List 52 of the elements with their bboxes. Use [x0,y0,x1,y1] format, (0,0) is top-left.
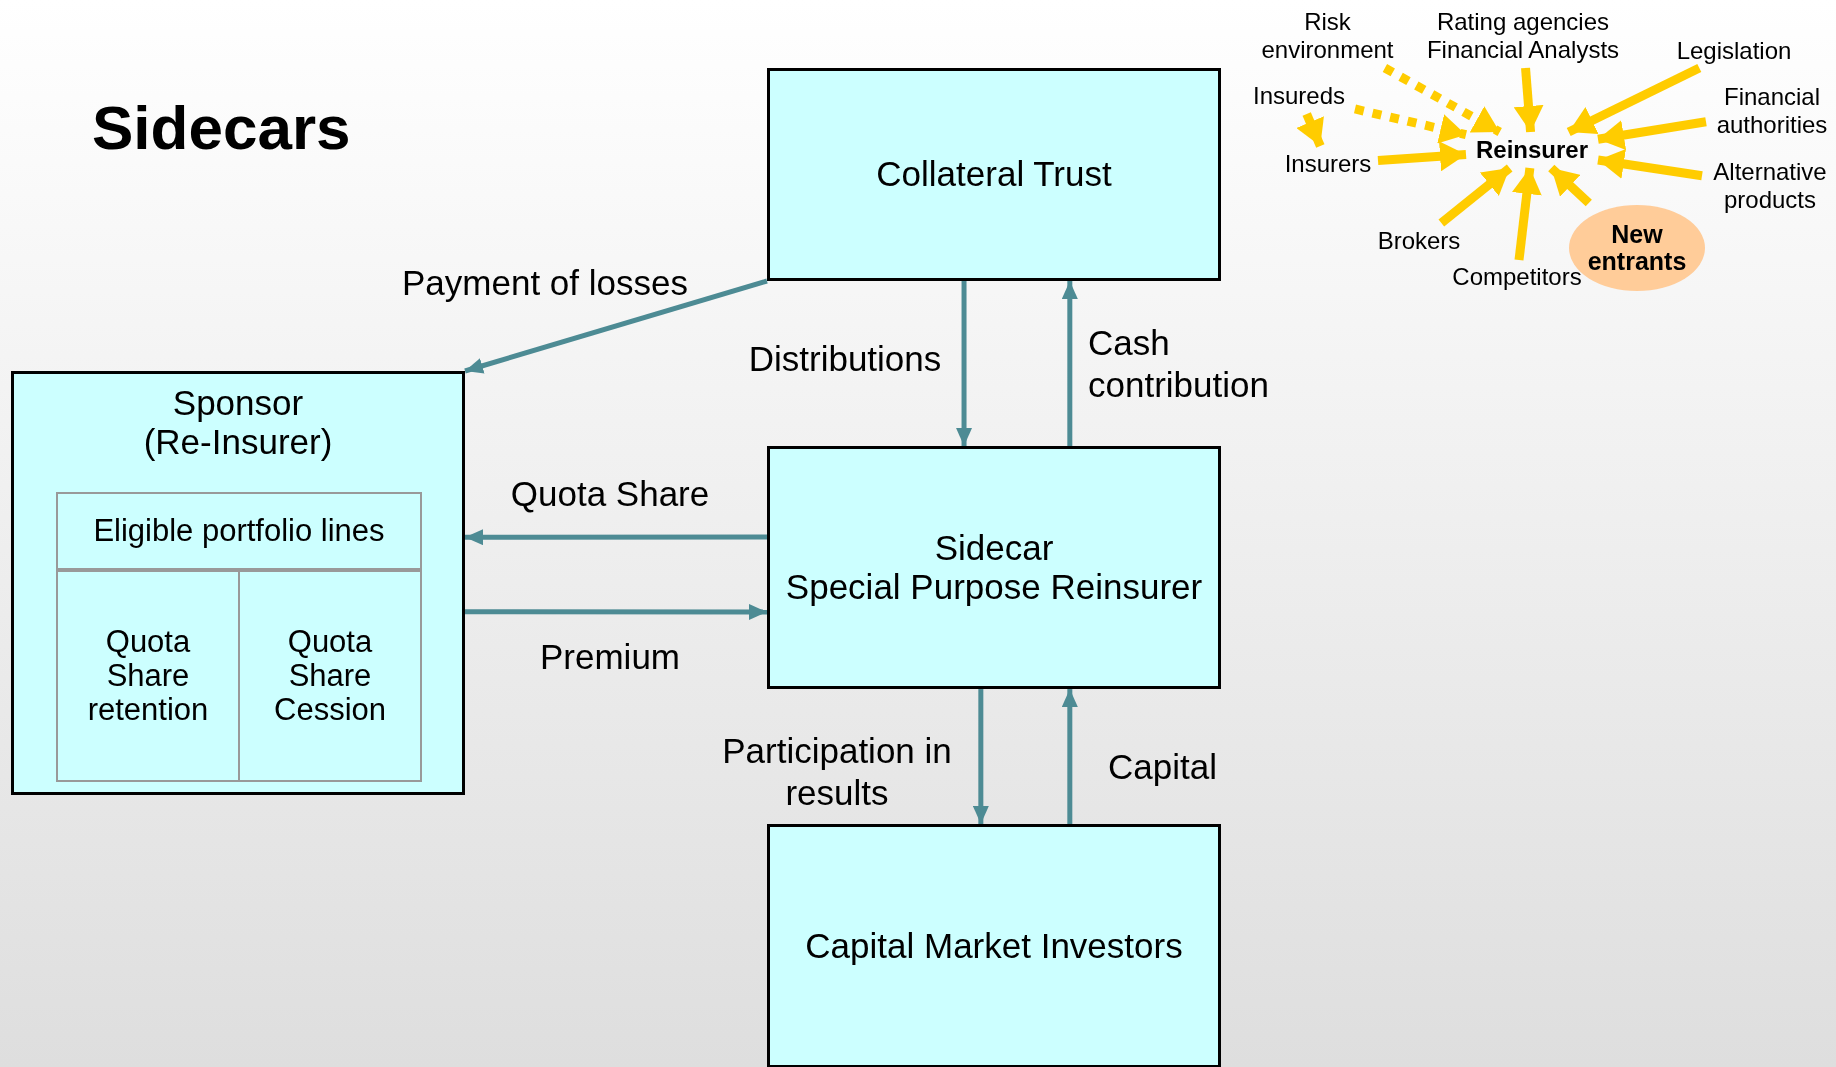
process-box [11,371,465,795]
edge-label: Cash contribution [1088,322,1270,406]
factor-label: Insurers [1280,148,1376,180]
arrow [1377,141,1467,172]
arrow [464,278,768,374]
arrow [1548,164,1592,207]
diagram-title: Sidecars [92,92,351,163]
process-box [767,68,1221,281]
node-text: Quota Share Cession [273,624,387,728]
arrow [1061,689,1078,824]
node-text: New entrants [1586,220,1688,276]
arrow [1597,117,1707,150]
node-text: Collateral Trust [876,155,1112,194]
factor-label: Risk environment [1250,6,1405,66]
arrow [1511,167,1542,261]
edge-label: Payment of losses [401,262,689,304]
node-text: Capital Market Investors [805,926,1183,966]
factor-label: Financial authorities [1708,80,1836,142]
factor-label: Legislation [1668,36,1800,66]
arrow [956,281,973,446]
arrow [1513,67,1544,133]
factor-label: Brokers [1370,225,1468,257]
factor-label: Insureds [1245,80,1353,112]
arrow [972,689,989,824]
node-text: Sidecar [934,529,1054,568]
node-text: Special Purpose Reinsurer [785,567,1203,606]
node-text: Quota Share retention [86,624,210,728]
arrow [465,529,767,546]
arrow [1566,63,1702,137]
node-text: (Re-Insurer) [143,422,333,461]
edge-label: Capital [1108,746,1218,788]
factor-label: Rating agencies Financial Analysts [1412,6,1634,66]
portfolio-box [56,570,240,782]
node-text: Sponsor [172,384,304,423]
portfolio-box [238,570,422,782]
edge-label: Premium [539,636,681,678]
edge-label: Quota Share [509,473,711,515]
arrow [1597,149,1703,181]
portfolio-box [56,492,422,570]
arrow [1061,281,1078,446]
node-text: Eligible portfolio lines [93,513,385,549]
edge-label: Participation in results [722,730,952,814]
process-box [767,824,1221,1067]
arrow [1296,112,1325,148]
arrow [1382,64,1502,136]
process-box [767,446,1221,689]
factor-label: Alternative products [1704,155,1836,217]
center-label: Reinsurer [1468,134,1596,166]
edge-label: Distributions [747,338,943,380]
arrow [1438,164,1513,227]
arrow [465,603,767,620]
arrow [1353,104,1467,144]
